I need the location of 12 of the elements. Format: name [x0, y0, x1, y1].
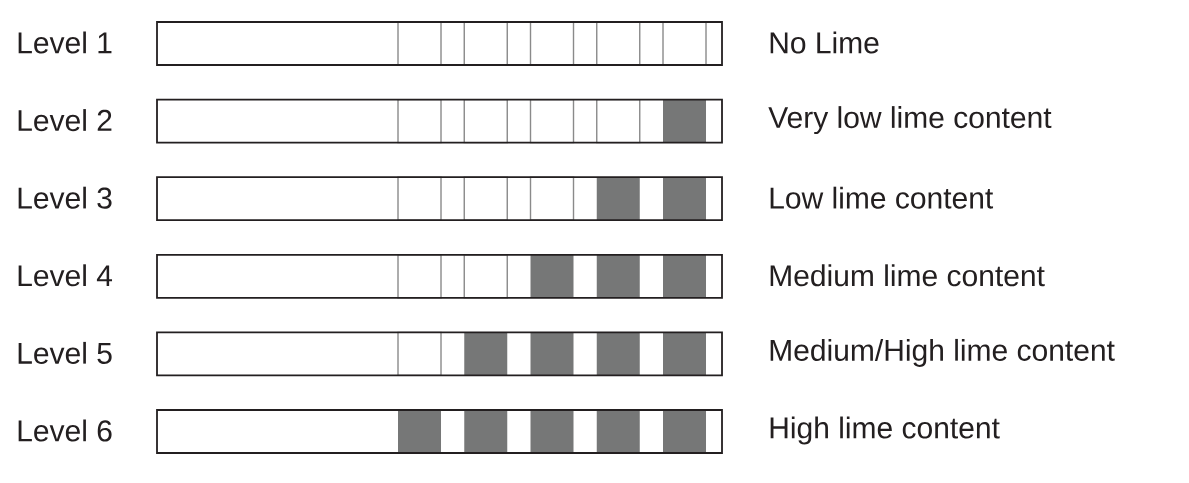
level-label: Level 6: [18, 419, 112, 442]
description-label: Medium lime content: [770, 264, 1045, 287]
description-label: Medium/High lime content: [770, 338, 1115, 367]
level-label: Level 4: [18, 264, 112, 287]
description-label: Very low lime content: [768, 106, 1052, 135]
description-label: Low lime content: [770, 186, 994, 209]
level-label: Level 3: [18, 186, 112, 209]
level-label: Level 5: [18, 341, 112, 364]
level-label: Level 2: [18, 109, 112, 132]
level-label: Level 1: [18, 31, 112, 54]
description-label: No Lime: [770, 31, 879, 54]
description-label: High lime content: [770, 416, 1000, 445]
